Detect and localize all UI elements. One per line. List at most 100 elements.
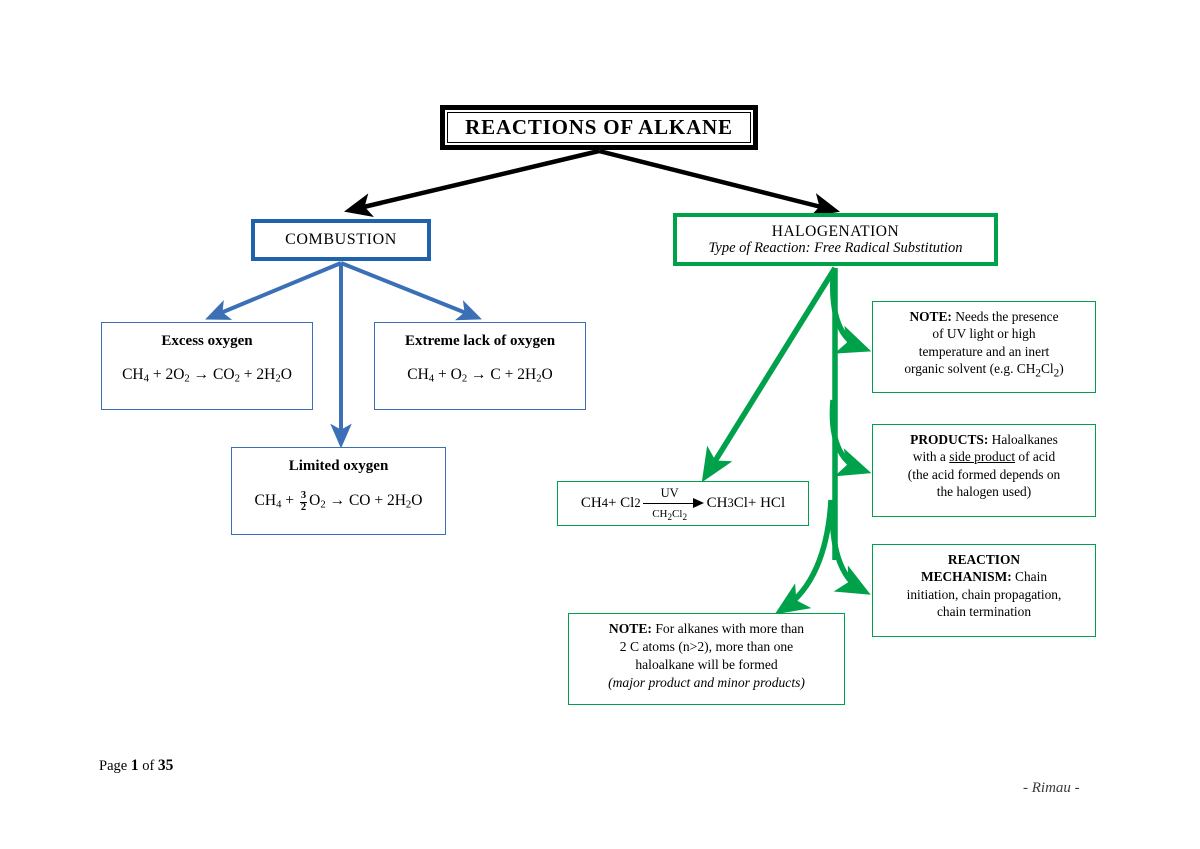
page-title: REACTIONS OF ALKANE xyxy=(465,115,733,139)
mechanism-line-4: chain termination xyxy=(936,604,1032,620)
node-reaction-mechanism: REACTION MECHANISM: Chain initiation, ch… xyxy=(872,544,1096,637)
node-extreme-lack-of-oxygen: Extreme lack of oxygen CH4 + O2 → C + 2H… xyxy=(374,322,586,410)
eqn-text: O xyxy=(309,492,321,510)
note-uv-line-4: organic solvent (e.g. CH2Cl2) xyxy=(878,360,1090,381)
eqn-text: CH xyxy=(254,492,277,510)
arrow-title-to-halogenation xyxy=(598,148,840,217)
solvent-sub-1: 2 xyxy=(667,512,673,523)
mechanism-bold-lead: MECHANISM: xyxy=(920,569,1012,585)
eqn-sub: 2 xyxy=(275,372,281,385)
page-total-number: 35 xyxy=(157,757,174,774)
eqn-sub: 2 xyxy=(320,498,326,511)
excess-oxygen-title: Excess oxygen xyxy=(161,333,253,349)
node-note-alkanes: NOTE: For alkanes with more than 2 C ato… xyxy=(568,613,845,705)
note-uv-solvent-sub-1: 2 xyxy=(1035,367,1041,380)
eqn-sub: 2 xyxy=(184,372,190,385)
eqn-text: + 2H xyxy=(239,366,276,383)
page-number-footer: Page 1 of 35 xyxy=(99,757,173,775)
note-uv-solvent-pre: organic solvent (e.g. CH xyxy=(904,361,1036,377)
arrow-halogenation-to-note-uv xyxy=(829,275,872,354)
eqn-sub: 2 xyxy=(234,372,240,385)
rxn-plus: + Cl xyxy=(607,495,635,511)
arrow-shaft xyxy=(642,502,697,505)
node-halogenation: HALOGENATION Type of Reaction: Free Radi… xyxy=(673,213,998,266)
eqn-text: + xyxy=(281,492,298,510)
extreme-lack-equation: CH4 + O2 → C + 2H2O xyxy=(383,366,577,384)
solvent-pre: CH xyxy=(652,508,668,521)
products-line-2-post: of acid xyxy=(1015,449,1056,465)
note-alkanes-line-3: haloalkane will be formed xyxy=(635,657,778,673)
arrow-combustion-to-excess-oxygen xyxy=(205,261,342,320)
rxn-product-2: + HCl xyxy=(747,495,786,511)
note-uv-line-1-rest: Needs the presence xyxy=(951,309,1059,324)
rxn-product-1-sub: 3 xyxy=(727,496,734,510)
products-line-3: (the acid formed depends on xyxy=(907,466,1061,482)
fraction-denominator: 2 xyxy=(299,501,308,513)
eqn-sub: 2 xyxy=(405,498,412,511)
eqn-text: CH xyxy=(407,366,429,383)
note-uv-solvent-mid: Cl xyxy=(1040,361,1054,377)
eqn-text: → CO + 2H xyxy=(325,492,406,510)
note-uv-line-2: of UV light or high xyxy=(932,326,1036,342)
note-alkanes-bold-lead: NOTE: xyxy=(608,621,652,636)
extreme-lack-title: Extreme lack of oxygen xyxy=(404,333,556,349)
eqn-sub: 4 xyxy=(428,372,435,385)
note-uv-line-3: temperature and an inert xyxy=(918,343,1050,359)
arrow-halogenation-to-equation xyxy=(701,266,838,483)
eqn-text: → C + 2H xyxy=(467,366,537,383)
products-line-2-pre: with a xyxy=(912,449,950,465)
node-combustion: COMBUSTION xyxy=(251,219,431,261)
author-signature: - Rimau - xyxy=(1023,780,1080,796)
node-note-uv-light: NOTE: Needs the presence of UV light or … xyxy=(872,301,1096,393)
eqn-sub: 2 xyxy=(536,372,542,385)
page-label-middle: of xyxy=(142,758,155,774)
eqn-text: O xyxy=(280,366,292,383)
eqn-text: O xyxy=(541,366,553,383)
eqn-text: + 2O xyxy=(148,366,185,383)
arrow-head-icon xyxy=(692,497,704,508)
condition-below-solvent: CH2Cl2 xyxy=(643,508,697,522)
arrow-halogenation-to-products xyxy=(829,399,872,477)
note-uv-line-1: NOTE: Needs the presence xyxy=(878,308,1090,325)
note-uv-solvent-sub-2: 2 xyxy=(1053,367,1060,380)
node-products: PRODUCTS: Haloalkanes with a side produc… xyxy=(872,424,1096,517)
note-uv-solvent-post: ) xyxy=(1059,361,1064,377)
arrow-title-to-combustion xyxy=(343,148,600,218)
mechanism-line-3: initiation, chain propagation, xyxy=(906,586,1062,602)
mechanism-line-2: MECHANISM: Chain xyxy=(878,568,1090,585)
products-line-4: the halogen used) xyxy=(936,484,1032,500)
node-excess-oxygen: Excess oxygen CH4 + 2O2 → CO2 + 2H2O xyxy=(101,322,313,410)
eqn-text: + O xyxy=(434,366,462,383)
fraction-numerator: 3 xyxy=(300,490,307,501)
solvent-mid: Cl xyxy=(672,508,683,521)
products-bold-lead: PRODUCTS: xyxy=(910,432,989,447)
combustion-label: COMBUSTION xyxy=(285,231,397,248)
products-line-1-rest: Haloalkanes xyxy=(988,432,1058,447)
products-line-1: PRODUCTS: Haloalkanes xyxy=(878,431,1090,448)
halogenation-subtitle: Type of Reaction: Free Radical Substitut… xyxy=(708,240,963,257)
rxn-product-1-pre: CH xyxy=(706,495,728,511)
condition-above-uv: UV xyxy=(660,485,679,500)
excess-oxygen-equation: CH4 + 2O2 → CO2 + 2H2O xyxy=(110,366,304,384)
note-alkanes-line-1-rest: For alkanes with more than xyxy=(651,621,805,636)
diagram-title-box: REACTIONS OF ALKANE xyxy=(440,105,758,150)
page-label-prefix: Page xyxy=(99,758,128,774)
mechanism-line-1: REACTION xyxy=(947,552,1021,567)
rxn-reactant-1: CH xyxy=(580,495,602,511)
eqn-sub: 2 xyxy=(461,372,468,385)
eqn-text: → CO xyxy=(189,366,235,383)
mechanism-line-2-rest: Chain xyxy=(1011,569,1048,585)
rxn-product-1-post: Cl xyxy=(733,495,748,511)
limited-oxygen-title: Limited oxygen xyxy=(288,458,389,474)
eqn-sub: 4 xyxy=(143,372,149,385)
arrow-combustion-to-extreme-lack xyxy=(340,261,482,321)
solvent-sub-2: 2 xyxy=(682,512,688,523)
eqn-sub: 4 xyxy=(276,498,282,511)
